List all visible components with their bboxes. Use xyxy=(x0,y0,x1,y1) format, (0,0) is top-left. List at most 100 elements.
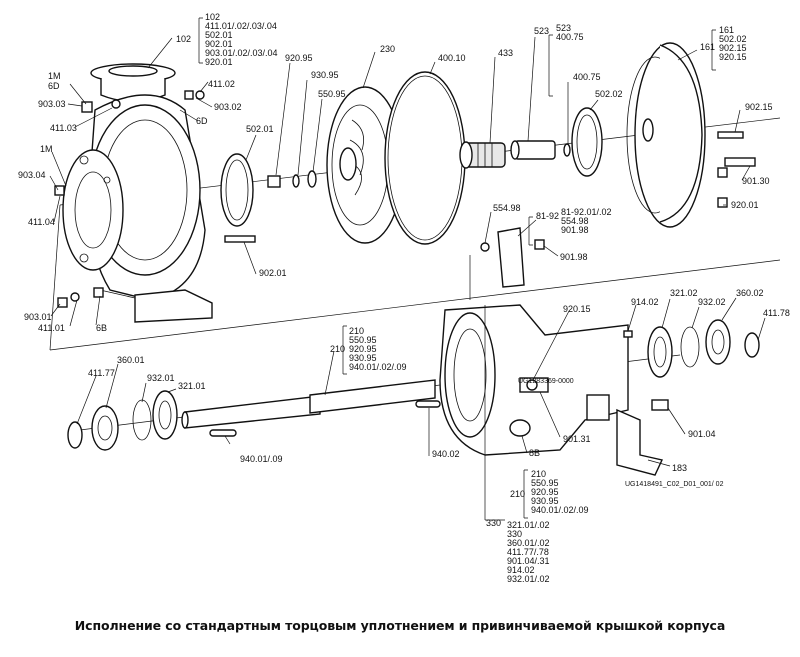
label-161: 161 xyxy=(700,42,715,52)
label-6d-a: 6D xyxy=(48,81,60,91)
impeller-230 xyxy=(326,86,404,244)
label-930-95: 930.95 xyxy=(311,70,339,80)
label-102: 102 xyxy=(176,34,191,44)
label-6d-b: 6D xyxy=(196,116,208,126)
label-411-03: 411.03 xyxy=(50,123,77,133)
list-item: 330 xyxy=(507,529,522,539)
label-901-98: 901.98 xyxy=(560,252,588,262)
list-330-block: 321.01/.02 330 360.01/.02 411.77/.78 901… xyxy=(507,520,550,584)
label-210-b: 210 xyxy=(510,489,525,499)
list-item: 554.98 xyxy=(561,216,589,226)
list-item: 901.04/.31 xyxy=(507,556,550,566)
list-item: 360.01/.02 xyxy=(507,538,550,548)
bearing-parts-left xyxy=(67,390,178,451)
label-400-75: 400.75 xyxy=(573,72,601,82)
label-940-02: 940.02 xyxy=(432,449,460,459)
label-914-02: 914.02 xyxy=(631,297,659,307)
label-81-92: 81-92 xyxy=(536,211,559,221)
support-foot-81-92 xyxy=(480,227,545,288)
list-81-block: 81-92.01/.02 554.98 901.98 xyxy=(561,207,612,235)
list-item: 940.01/.02/.09 xyxy=(531,505,589,515)
label-6b: 6B xyxy=(96,323,107,333)
list-item: 920.01 xyxy=(205,57,233,67)
label-183: 183 xyxy=(672,463,687,473)
list-item: 902.01 xyxy=(205,39,233,49)
list-item: 902.15 xyxy=(719,43,747,53)
label-920-15: 920.15 xyxy=(563,304,591,314)
list-210b-block: 210 550.95 920.95 930.95 940.01/.02/.09 xyxy=(531,469,589,515)
label-330: 330 xyxy=(486,518,501,528)
label-903-04: 903.04 xyxy=(18,170,46,180)
label-1m-a: 1M xyxy=(48,71,61,81)
list-item: 411.01/.02/.03/.04 xyxy=(205,21,277,31)
label-902-01: 902.01 xyxy=(259,268,287,278)
support-183 xyxy=(616,399,669,476)
label-902-15: 902.15 xyxy=(745,102,773,112)
label-940-01: 940.01/.09 xyxy=(240,454,283,464)
cover-bolts xyxy=(717,131,756,208)
label-920-95: 920.95 xyxy=(285,53,313,63)
list-item: 930.95 xyxy=(349,353,377,363)
list-item: 550.95 xyxy=(349,335,377,345)
bearing-parts-right xyxy=(623,319,760,378)
label-411-04: 411.04 xyxy=(28,217,55,227)
list-item: 411.77/.78 xyxy=(507,547,549,557)
label-1m-b: 1M xyxy=(40,144,53,154)
list-item: 920.15 xyxy=(719,52,747,62)
pump-casing-102 xyxy=(62,63,213,323)
label-360-01: 360.01 xyxy=(117,355,145,365)
list-210a-block: 210 550.95 920.95 930.95 940.01/.02/.09 xyxy=(349,326,407,372)
label-550-95: 550.95 xyxy=(318,89,346,99)
label-502-01: 502.01 xyxy=(246,124,274,134)
exploded-pump-diagram: 102 102 411.01/.02/.03/.04 502.01 902.01… xyxy=(18,12,790,584)
label-230: 230 xyxy=(380,44,395,54)
list-item: 321.01/.02 xyxy=(507,520,550,530)
sleeve-523 xyxy=(510,140,571,160)
list-item: 940.01/.02/.09 xyxy=(349,362,407,372)
label-903-03: 903.03 xyxy=(38,99,66,109)
figure-caption: Исполнение со стандартным торцовым уплот… xyxy=(74,618,726,633)
label-901-04: 901.04 xyxy=(688,429,716,439)
casing-plugs xyxy=(54,90,205,308)
list-item: 920.95 xyxy=(349,344,377,354)
label-411-77: 411.77 xyxy=(88,368,115,378)
list-item: 932.01/.02 xyxy=(507,574,550,584)
label-932-02: 932.02 xyxy=(698,297,726,307)
label-901-30: 901.30 xyxy=(742,176,770,186)
label-8b: 8B xyxy=(529,448,540,458)
label-554-98: 554.98 xyxy=(493,203,521,213)
drawing-id: UG1418491_C02_D01_001/ 02 xyxy=(625,481,724,488)
leader-lines xyxy=(49,17,766,521)
list-item: 901.98 xyxy=(561,225,589,235)
list-161-block: 161 502.02 902.15 920.15 xyxy=(719,25,747,62)
list-item: 550.95 xyxy=(531,478,559,488)
label-360-02: 360.02 xyxy=(736,288,764,298)
label-920-01: 920.01 xyxy=(731,200,759,210)
label-321-02: 321.02 xyxy=(670,288,698,298)
list-item: 400.75 xyxy=(556,32,584,42)
label-901-31: 901.31 xyxy=(563,434,591,444)
impeller-nut-parts xyxy=(267,170,317,188)
list-102-block: 102 411.01/.02/.03/.04 502.01 902.01 903… xyxy=(205,12,278,67)
label-411-02: 411.02 xyxy=(208,79,235,89)
list-523-block: 523 400.75 xyxy=(556,23,584,42)
ring-502-01 xyxy=(220,153,254,227)
label-903-01: 903.01 xyxy=(24,312,52,322)
o-ring-400-10 xyxy=(384,71,466,245)
mechanical-seal-433 xyxy=(459,141,506,169)
label-932-01: 932.01 xyxy=(147,373,175,383)
list-item: 210 xyxy=(349,326,364,336)
list-item: 502.02 xyxy=(719,34,747,44)
list-item: 81-92.01/.02 xyxy=(561,207,612,217)
part-labels: 102 102 411.01/.02/.03/.04 502.01 902.01… xyxy=(18,12,790,584)
bearing-bracket-330 xyxy=(439,304,629,456)
serial-plate-text: UG1283369-0000 xyxy=(518,378,574,385)
label-411-78: 411.78 xyxy=(763,308,790,318)
label-502-02: 502.02 xyxy=(595,89,623,99)
list-item: 102 xyxy=(205,12,220,22)
shaft-210 xyxy=(181,379,441,437)
label-400-10: 400.10 xyxy=(438,53,466,63)
list-item: 930.95 xyxy=(531,496,559,506)
list-item: 210 xyxy=(531,469,546,479)
label-411-01: 411.01 xyxy=(38,323,65,333)
